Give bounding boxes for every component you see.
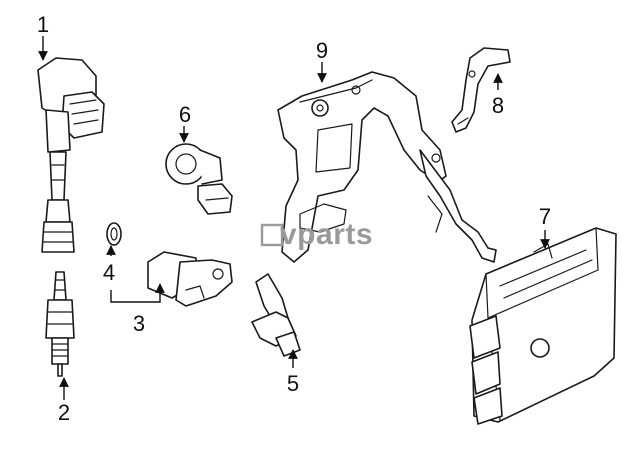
callout-6: 6 bbox=[179, 102, 191, 127]
callout-5: 5 bbox=[287, 371, 299, 396]
engine-control-module-bracket[interactable] bbox=[451, 47, 511, 133]
callout-9: 9 bbox=[316, 38, 328, 63]
leader-3 bbox=[110, 283, 165, 303]
callout-numbers: 1 2 3 4 5 6 7 8 9 bbox=[37, 12, 551, 425]
callout-7: 7 bbox=[539, 204, 551, 229]
watermark-text: vparts bbox=[280, 218, 373, 251]
callout-4: 4 bbox=[103, 260, 115, 285]
callout-3: 3 bbox=[133, 311, 145, 336]
vparts-watermark-logo: vparts bbox=[260, 218, 373, 251]
spark-plug[interactable] bbox=[45, 271, 75, 377]
callout-1: 1 bbox=[37, 12, 49, 37]
knock-sensor[interactable] bbox=[165, 143, 233, 215]
crankshaft-position-sensor[interactable] bbox=[251, 273, 301, 357]
callout-2: 2 bbox=[58, 400, 70, 425]
ignition-coil[interactable] bbox=[37, 57, 105, 253]
o-ring-seal[interactable] bbox=[106, 222, 122, 246]
wiring-bracket[interactable] bbox=[277, 71, 497, 263]
engine-control-module[interactable] bbox=[469, 227, 617, 425]
callout-8: 8 bbox=[492, 93, 504, 118]
leader-lines bbox=[38, 36, 550, 400]
